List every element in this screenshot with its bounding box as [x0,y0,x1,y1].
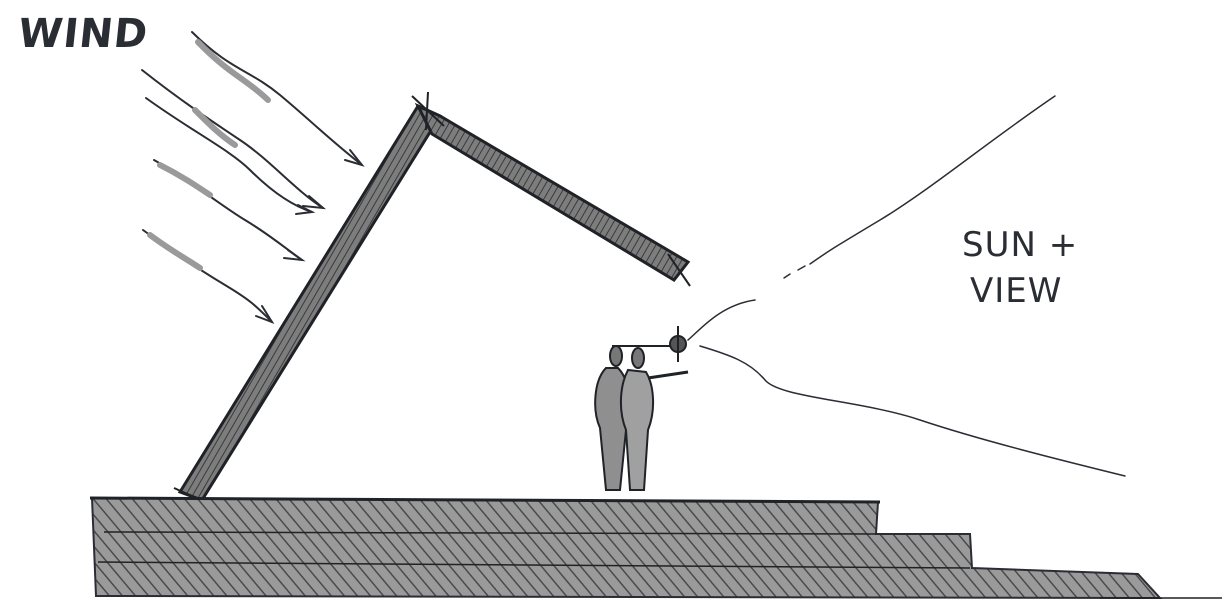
sun-view-label-line2: VIEW [970,271,1062,311]
wind-arrow [153,159,306,262]
sun-ray-upper [809,95,1056,265]
people-figures [594,345,689,491]
wind-arrow [141,69,327,210]
wind-label: WIND [16,11,151,57]
canopy-roof [414,102,691,282]
canopy-structure [173,91,691,505]
person-figure [620,347,689,491]
ground-terraces [89,496,1222,600]
wind-arrow [142,229,275,324]
sun-view-label-line1: SUN + [962,225,1078,265]
wind-arrow [191,31,365,167]
canopy-leg [177,104,443,502]
wind-arrows [141,31,365,324]
viewpoint-symbol [612,326,687,362]
wind-arrow [145,97,316,215]
view-line [687,299,1126,477]
sun-rays [687,95,1126,477]
ground-section [90,496,1163,600]
